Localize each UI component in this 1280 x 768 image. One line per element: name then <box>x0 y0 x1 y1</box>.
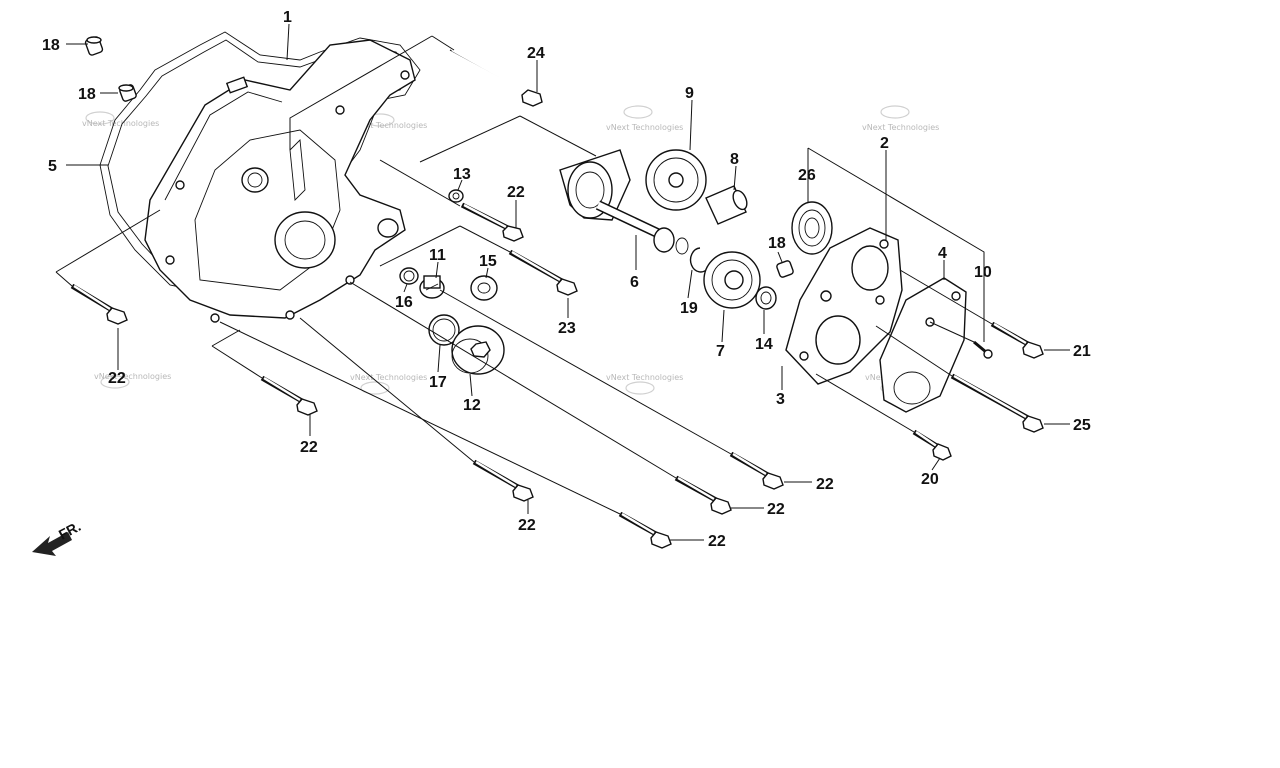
dowel-pin-top <box>84 36 104 56</box>
washer-14 <box>755 286 777 310</box>
callout-22-upper: 22 <box>507 184 525 201</box>
callout-11: 11 <box>429 247 446 264</box>
callout-21: 21 <box>1073 343 1091 360</box>
callout-13: 13 <box>453 166 471 183</box>
left-crankcase-cover <box>144 39 416 323</box>
watermark-text: vNext Technologies <box>82 119 159 128</box>
callout-2: 2 <box>880 135 889 152</box>
callout-22-b4: 22 <box>767 501 785 518</box>
bolt-23 <box>508 249 578 296</box>
watermark-5: vNext Technologies <box>94 372 171 389</box>
snap-ring-19 <box>689 247 709 273</box>
callout-22-b1: 22 <box>300 439 318 456</box>
callout-8: 8 <box>730 151 739 168</box>
bolt-22-bottom-5 <box>729 451 784 490</box>
callout-18-top: 18 <box>42 37 60 54</box>
watermark-text: vNext Technologies <box>350 373 427 382</box>
bolt-22-bottom-4 <box>674 475 732 515</box>
bolt-22-lower-left <box>70 283 128 325</box>
plate-4 <box>879 277 967 413</box>
callout-26: 26 <box>798 167 816 184</box>
callout-14: 14 <box>755 336 773 353</box>
callout-16: 16 <box>395 294 413 311</box>
callout-6: 6 <box>630 274 639 291</box>
watermark-text: vNext Technologies <box>606 373 683 382</box>
callout-18-right: 18 <box>768 235 786 252</box>
leader-lines <box>55 23 1070 541</box>
watermark-text: vNext Technologies <box>350 121 427 130</box>
callout-10: 10 <box>974 264 992 281</box>
callout-9: 9 <box>685 85 694 102</box>
watermark-6: vNext Technologies <box>350 373 427 395</box>
callout-1: 1 <box>283 9 292 26</box>
o-ring-17 <box>428 314 460 346</box>
bolt-25 <box>950 373 1044 433</box>
callout-12: 12 <box>463 397 481 414</box>
callout-24: 24 <box>527 45 545 62</box>
front-direction-arrow: FR. <box>32 518 83 556</box>
dowel-pin-mid <box>118 84 137 102</box>
bolt-20 <box>912 429 952 461</box>
dowel-pin-right <box>776 260 794 278</box>
watermark-4: vNext Technologies <box>862 105 939 132</box>
bolt-22-bottom-2 <box>472 459 534 502</box>
gear-7 <box>703 251 761 309</box>
arrow-left-icon <box>32 532 72 556</box>
washer-13 <box>448 189 464 203</box>
watermark-text: vNext Technologies <box>862 123 939 132</box>
callout-25: 25 <box>1073 417 1091 434</box>
watermark-text: vNext Technologies <box>94 372 171 381</box>
bolt-21 <box>990 321 1044 359</box>
callout-22-b3: 22 <box>708 533 726 550</box>
o-ring-16 <box>399 267 419 285</box>
watermark-7: vNext Technologies <box>606 373 683 395</box>
callout-3: 3 <box>776 391 785 408</box>
gear-9 <box>645 149 707 211</box>
watermark-3: vNext Technologies <box>606 105 683 132</box>
callout-17: 17 <box>429 374 447 391</box>
bolt-22-bottom-1 <box>260 375 318 416</box>
pin-8 <box>705 185 748 225</box>
oil-seal-15 <box>470 275 498 301</box>
callout-5: 5 <box>48 158 57 175</box>
watermark-1: vNext Technologies <box>82 111 159 128</box>
cap-12 <box>451 325 505 375</box>
callout-4: 4 <box>938 245 947 262</box>
screw-10 <box>973 340 993 359</box>
kickstarter-spindle-6 <box>559 149 689 255</box>
gear-cover-3 <box>785 227 903 385</box>
callout-22-b5: 22 <box>816 476 834 493</box>
plug-bolt-11 <box>419 275 445 299</box>
callout-labels: 1 2 3 4 5 6 7 8 9 10 11 12 13 14 15 16 1… <box>42 9 1091 550</box>
callout-15: 15 <box>479 253 497 270</box>
bearing-26 <box>791 201 833 255</box>
callout-20: 20 <box>921 471 939 488</box>
bolt-22-bottom-3 <box>618 511 672 549</box>
bolt-24 <box>449 48 543 107</box>
callout-22-b2: 22 <box>518 517 536 534</box>
callout-19: 19 <box>680 300 698 317</box>
watermark-text: vNext Technologies <box>606 123 683 132</box>
callout-7: 7 <box>716 343 725 360</box>
callout-22-left: 22 <box>108 370 126 387</box>
callout-23: 23 <box>558 320 576 337</box>
bolt-22-upper <box>460 202 524 242</box>
callout-18-mid: 18 <box>78 86 96 103</box>
